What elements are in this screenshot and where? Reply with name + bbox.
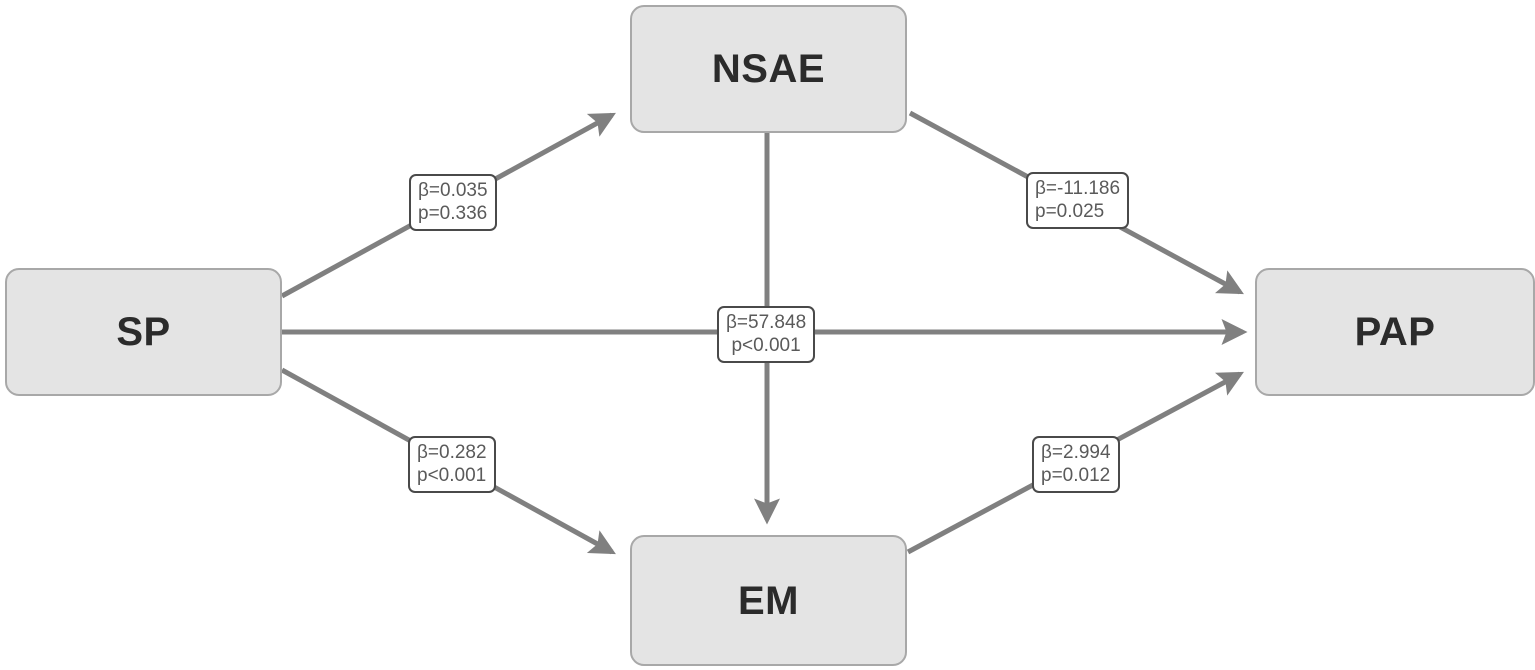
node-nsae-label: NSAE [711, 47, 826, 91]
edge-label-em-pap-p: p=0.012 [1041, 465, 1111, 487]
edge-label-sp-nsae-p: p=0.336 [418, 203, 488, 225]
edge-label-sp-em-beta: β=0.282 [417, 442, 487, 463]
node-pap[interactable]: PAP [1255, 268, 1535, 396]
edge-label-nsae-pap-beta: β=-11.186 [1035, 178, 1121, 199]
edge-label-sp-em: β=0.282 p<0.001 [408, 436, 496, 494]
edge-label-sp-pap-beta: β=57.848 [726, 312, 807, 333]
edge-label-sp-nsae-beta: β=0.035 [418, 180, 488, 201]
node-sp[interactable]: SP [5, 268, 282, 396]
edge-label-em-pap-beta: β=2.994 [1041, 442, 1111, 463]
edge-label-sp-pap: β=57.848 p<0.001 [717, 306, 816, 364]
node-sp-label: SP [116, 310, 171, 354]
node-pap-label: PAP [1354, 310, 1436, 354]
edge-label-sp-nsae: β=0.035 p=0.336 [409, 174, 497, 232]
edge-label-sp-em-p: p<0.001 [417, 465, 487, 487]
edge-label-em-pap: β=2.994 p=0.012 [1032, 436, 1120, 494]
node-em-label: EM [738, 578, 799, 623]
edge-label-nsae-pap: β=-11.186 p=0.025 [1026, 172, 1130, 230]
edge-label-nsae-pap-p: p=0.025 [1035, 201, 1105, 223]
node-em[interactable]: EM [630, 535, 907, 666]
edge-label-sp-pap-p: p<0.001 [731, 335, 801, 357]
node-nsae[interactable]: NSAE [630, 5, 907, 133]
